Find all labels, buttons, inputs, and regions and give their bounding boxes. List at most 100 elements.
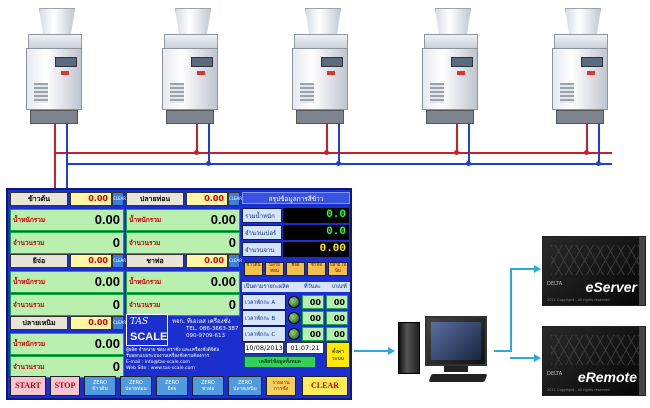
zero-plai-noem-button[interactable]: ZERO ปลายเหนิม	[228, 376, 262, 396]
shift-minute-input[interactable]: 00	[326, 295, 348, 309]
count-value: 0	[228, 235, 236, 250]
machine-body	[162, 48, 218, 110]
start-button[interactable]: START	[10, 376, 46, 396]
mini-button-yi-cho[interactable]: ยีจ่อ	[286, 262, 305, 276]
vent	[560, 83, 574, 103]
link-arrow	[354, 350, 388, 352]
vent	[34, 83, 48, 103]
zero-plai-thon-button[interactable]: ZERO ปลายท่อน	[120, 376, 152, 396]
shift-led	[288, 328, 300, 340]
weight-value: 0.00	[210, 274, 236, 289]
cell-count-row: จำนวนรวม 0	[126, 294, 240, 316]
blue-drop	[468, 124, 470, 165]
count-value: 0	[112, 235, 120, 250]
count-label: จำนวนรวม	[13, 301, 45, 309]
summary-row: จำนวนจาน 0.00	[242, 242, 350, 257]
weighing-machine-3	[288, 8, 352, 126]
link-arrow	[510, 357, 534, 359]
shift-hour-input[interactable]: 00	[302, 295, 324, 309]
cell-clear-button[interactable]: CLEAR	[228, 254, 242, 268]
cell-weight-row: น้ำหนักรวม 0.00	[10, 333, 124, 355]
pc-tower	[398, 322, 420, 374]
shift-header: เป็นตามรายกะผลิต ที่วันละ เกณฑ์	[242, 282, 350, 292]
summary-value: 0.0	[283, 225, 349, 240]
clear-all-data-button[interactable]: เคลียร์ข้อมูลทั้งหมด	[244, 356, 316, 368]
software-footer: 2011 Copyright - All rights reserved	[547, 388, 610, 392]
cell-clear-button[interactable]: CLEAR	[112, 254, 126, 268]
count-label: จำนวนรวม	[129, 239, 161, 247]
shift-led	[288, 312, 300, 324]
machine-body	[292, 48, 348, 110]
pc-monitor	[425, 316, 487, 366]
shift-hour-input[interactable]: 00	[302, 311, 324, 325]
machine-base	[556, 110, 604, 124]
cell-clear-button[interactable]: CLEAR	[112, 316, 126, 330]
hopper	[305, 8, 341, 36]
control-panel	[581, 57, 603, 67]
control-panel	[321, 57, 343, 67]
shift-hour-input[interactable]: 00	[302, 327, 324, 341]
shift-minute-input[interactable]: 00	[326, 311, 348, 325]
logo-word: SCALE	[130, 331, 168, 343]
cell-clear-button[interactable]: CLEAR	[112, 192, 126, 206]
red-drop	[196, 124, 198, 154]
junction-dot	[584, 150, 589, 155]
report-button[interactable]: รายงาน การชั่ง	[266, 376, 296, 396]
count-label: จำนวนรวม	[129, 301, 161, 309]
pc-keyboard	[428, 374, 488, 382]
cell-current-weight: 0.00	[70, 192, 112, 206]
settings-button[interactable]: ตั้งค่า ระบบ	[326, 342, 350, 368]
company-name: หจก. ทีเอเอส เครื่องชั่ง	[172, 318, 231, 325]
hex-pattern	[551, 245, 639, 275]
mini-button-plai-noem[interactable]: ปลาย เหนิม	[328, 262, 348, 276]
time-display: 01:07:21	[286, 342, 324, 354]
summary-title: สรุปข้อมูลการสีข้าว	[242, 192, 350, 204]
count-label: จำนวนรวม	[13, 363, 45, 371]
mini-button-cha-tho[interactable]: ชาท่อ	[307, 262, 326, 276]
summary-label: จำนวนจาน	[242, 242, 282, 257]
count-value: 0	[112, 297, 120, 312]
eremote-software-box: DELTA eRemote 2011 Copyright - All right…	[542, 326, 646, 396]
cell-title: ข้าวต้น	[10, 192, 68, 206]
summary-value: 0.0	[283, 208, 349, 223]
machine-body	[422, 48, 478, 110]
status-led	[197, 71, 205, 75]
red-drop	[54, 124, 56, 192]
cell-current-weight: 0.00	[70, 254, 112, 268]
zero-khao-ton-button[interactable]: ZERO ข้าวต้น	[84, 376, 116, 396]
vent	[430, 83, 444, 103]
summary-label: รวมน้ำหนัก	[242, 208, 282, 223]
link-arrow	[510, 268, 534, 270]
pc-screen	[431, 322, 481, 360]
summary-row: จำนวนเปอร์เซ็น 0.0	[242, 225, 350, 252]
machine-base	[296, 110, 344, 124]
link-arrow	[510, 268, 512, 352]
mini-button-plai-thon[interactable]: ปลาย ท่อน	[265, 262, 284, 276]
summary-panel: สรุปข้อมูลการสีข้าว รวมน้ำหนัก 0.0 จำนวน…	[242, 190, 350, 368]
red-drop	[456, 124, 458, 154]
cell-plai-thon: ปลายท่อน 0.00 CLEAR น้ำหนักรวม 0.00 จำนว…	[126, 192, 242, 254]
weighing-machine-1	[22, 8, 86, 126]
stop-button[interactable]: STOP	[50, 376, 80, 396]
cell-clear-button[interactable]: CLEAR	[228, 192, 242, 206]
cell-plai-noem: ปลายเหนิม 0.00 CLEAR น้ำหนักรวม 0.00 จำน…	[10, 316, 126, 378]
junction-dot	[454, 150, 459, 155]
zero-cha-tho-button[interactable]: ZERO ชาท่อ	[192, 376, 224, 396]
machine-body	[552, 48, 608, 110]
count-value: 0	[112, 359, 120, 374]
weight-label: น้ำหนักรวม	[129, 216, 162, 224]
vent	[300, 83, 314, 103]
clear-button[interactable]: CLEAR	[302, 376, 348, 396]
zero-yi-cho-button[interactable]: ZERO ยีจ่อ	[156, 376, 188, 396]
cell-weight-row: น้ำหนักรวม 0.00	[10, 209, 124, 231]
weighing-machine-2	[158, 8, 222, 126]
mini-button-khao-ton[interactable]: ข้าวต้น	[244, 262, 263, 276]
shift-label: เวลาพักกะ B	[242, 310, 286, 326]
junction-dot	[324, 150, 329, 155]
junction-dot	[194, 150, 199, 155]
control-panel	[451, 57, 473, 67]
shift-led	[288, 296, 300, 308]
shift-header-label: ที่วันละ	[304, 284, 321, 290]
shift-minute-input[interactable]: 00	[326, 327, 348, 341]
